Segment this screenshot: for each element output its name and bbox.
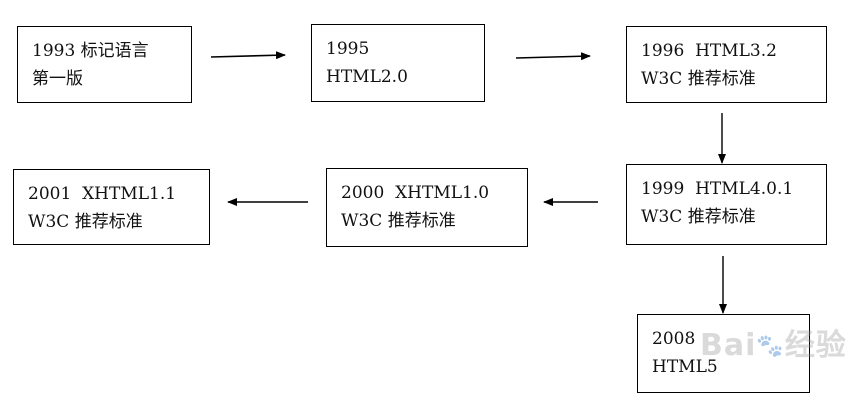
watermark-text: Bai xyxy=(700,328,757,363)
node-2000: 2000 XHTML1.0 W3C 推荐标准 xyxy=(326,168,528,247)
node-2001-line2: W3C 推荐标准 xyxy=(28,212,143,232)
node-1999-line2: W3C 推荐标准 xyxy=(641,207,756,227)
node-2001-line1: 2001 XHTML1.1 xyxy=(28,184,177,204)
arrow-1993-to-1995 xyxy=(210,51,286,60)
node-1995-line2: HTML2.0 xyxy=(326,67,408,87)
node-1993-line2: 第一版 xyxy=(32,69,83,89)
paw-icon: 🐾 xyxy=(756,334,785,359)
node-1996: 1996 HTML3.2 W3C 推荐标准 xyxy=(626,26,827,103)
node-1999-line1: 1999 HTML4.0.1 xyxy=(641,179,794,199)
node-2008-line2: HTML5 xyxy=(652,357,718,377)
node-2000-line2: W3C 推荐标准 xyxy=(341,211,456,231)
node-2001: 2001 XHTML1.1 W3C 推荐标准 xyxy=(13,169,210,245)
node-2000-line1: 2000 XHTML1.0 xyxy=(341,183,490,203)
baidu-watermark: Bai🐾经验 xyxy=(700,320,847,364)
node-1996-line2: W3C 推荐标准 xyxy=(641,69,756,89)
node-1996-line1: 1996 HTML3.2 xyxy=(641,41,777,61)
node-1993-line1: 1993 标记语言 xyxy=(32,41,149,61)
watermark-text2: 经验 xyxy=(784,328,847,363)
node-1995-line1: 1995 xyxy=(326,39,370,59)
node-1993: 1993 标记语言 第一版 xyxy=(17,26,192,103)
arrow-1995-to-1996 xyxy=(515,52,591,61)
node-1999: 1999 HTML4.0.1 W3C 推荐标准 xyxy=(626,164,827,245)
node-2008-line1: 2008 xyxy=(652,329,696,349)
node-1995: 1995 HTML2.0 xyxy=(311,24,485,102)
node-2008: 2008 HTML5 xyxy=(637,314,810,393)
